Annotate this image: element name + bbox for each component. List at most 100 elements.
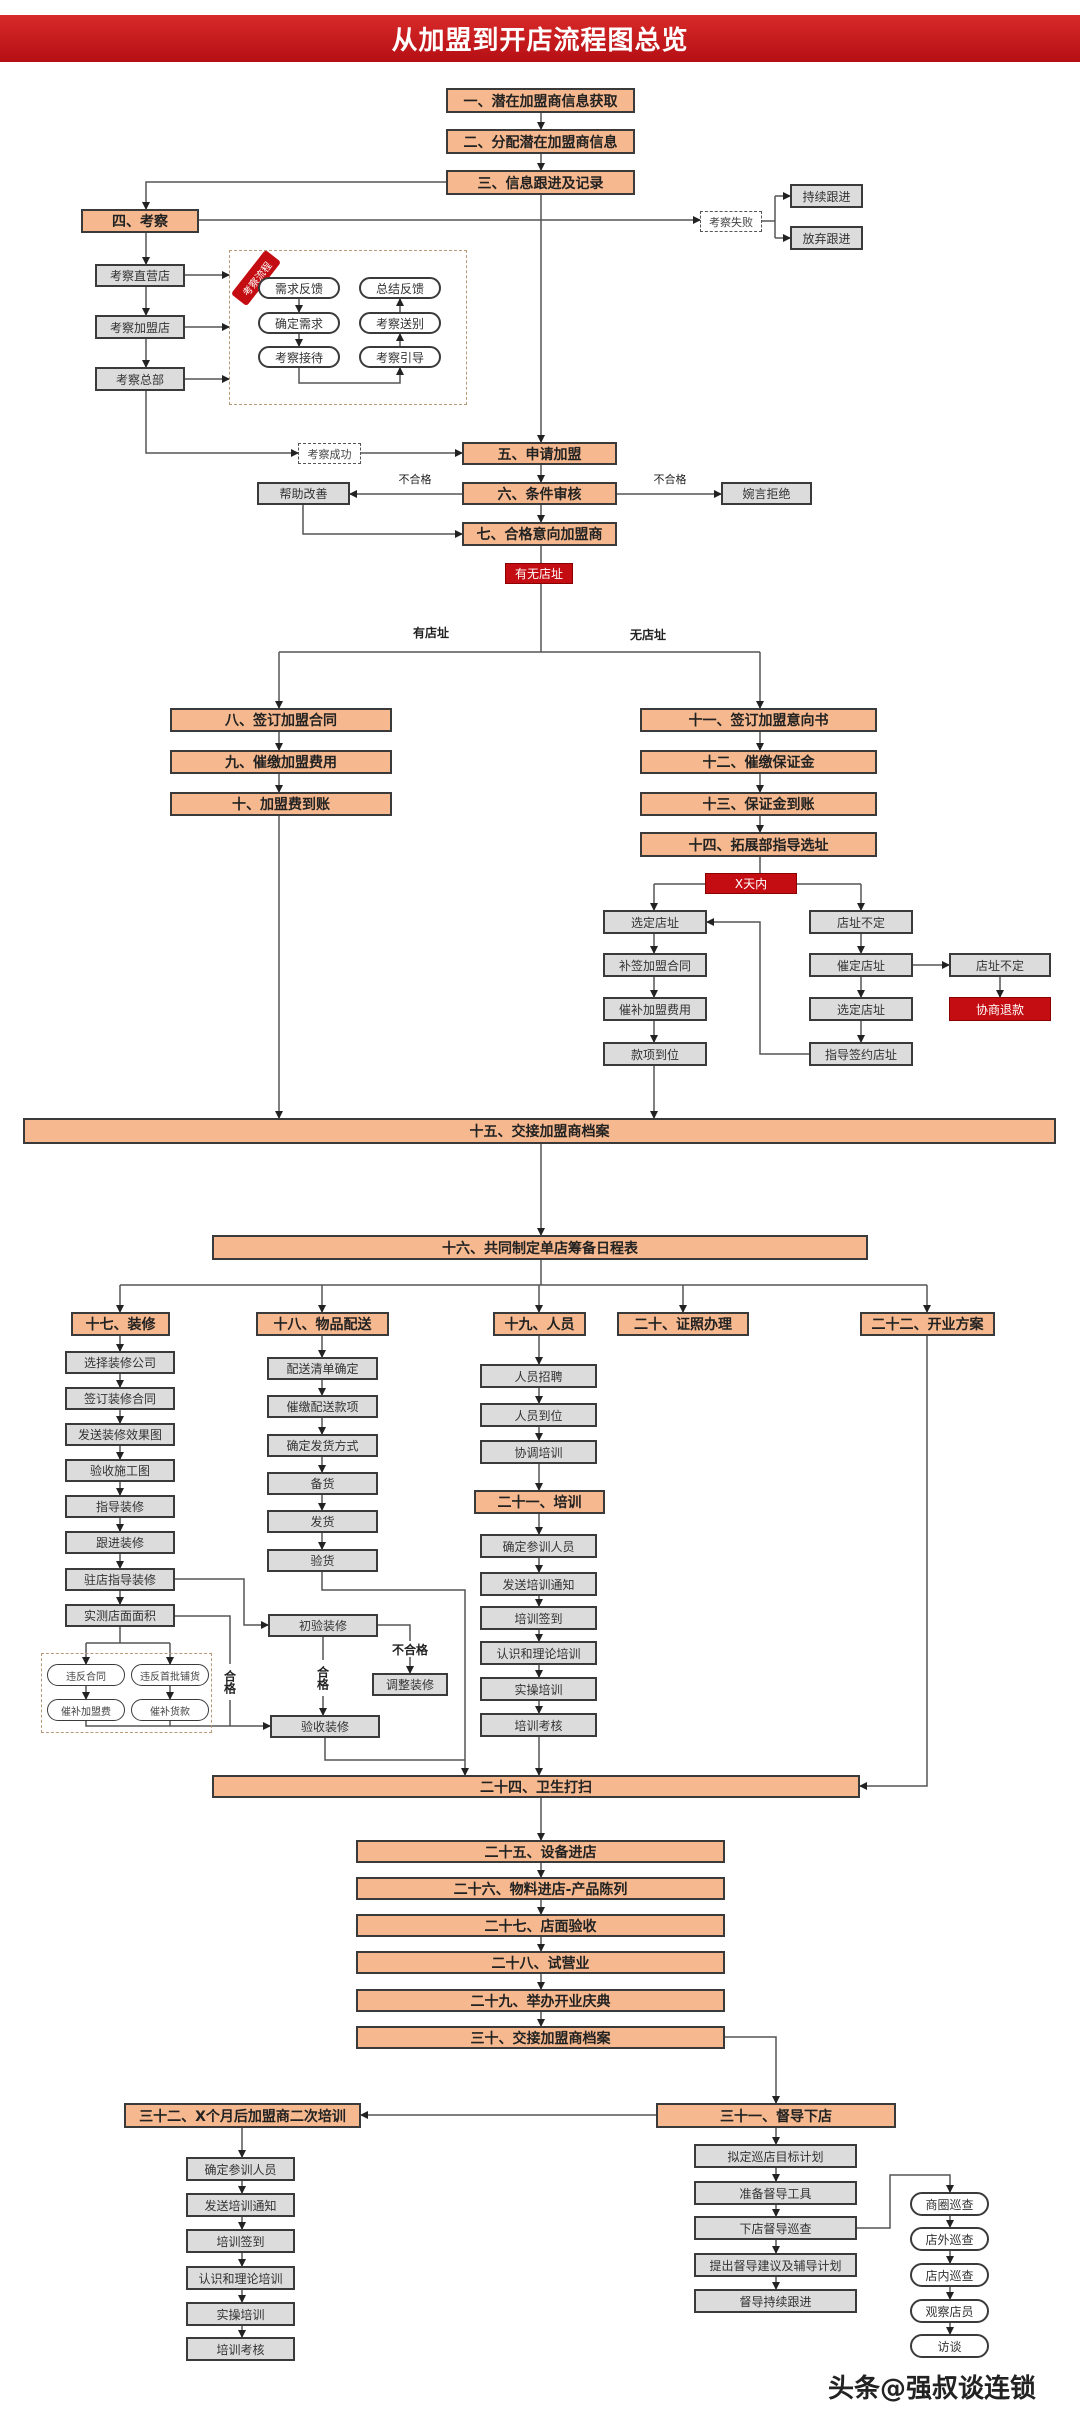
watermark: 头条@强叔谈连锁 xyxy=(828,2373,1037,2404)
fail-label: 不合格 xyxy=(391,1642,428,1657)
step-26: 二十六、物料进店-产品陈列 xyxy=(356,1877,725,1900)
supervision-item: 提出督导建议及辅导计划 xyxy=(694,2253,857,2277)
step-22: 二十二、开业方案 xyxy=(860,1312,995,1336)
penalty-item: 催补货款 xyxy=(131,1699,209,1721)
renovation-item: 发送装修效果图 xyxy=(65,1423,175,1446)
negotiate-refund: 协商退款 xyxy=(949,997,1051,1021)
inspect-direct-store: 考察直营店 xyxy=(95,264,185,287)
step-31: 三十一、督导下店 xyxy=(656,2103,896,2128)
step-25: 二十五、设备进店 xyxy=(356,1840,725,1863)
pass-label-middle: 合格 xyxy=(314,1660,332,1696)
step-16: 十六、共同制定单店筹备日程表 xyxy=(212,1235,868,1260)
site-right-item: 指导签约店址 xyxy=(809,1042,913,1066)
step-10: 十、加盟费到账 xyxy=(170,792,392,816)
patrol-item: 店外巡查 xyxy=(910,2227,989,2251)
no-site-label: 无店址 xyxy=(629,627,666,642)
unqualified-label-right: 不合格 xyxy=(653,473,687,486)
renovation-acceptance: 验收装修 xyxy=(270,1715,380,1738)
connector-arrow xyxy=(321,1572,469,1776)
inspection-failed: 考察失败 xyxy=(700,211,762,232)
step-29: 二十九、举办开业庆典 xyxy=(356,1989,725,2012)
delivery-item: 验货 xyxy=(267,1549,378,1572)
step-7: 七、合格意向加盟商 xyxy=(462,522,617,546)
delivery-item: 配送清单确定 xyxy=(267,1357,378,1380)
step-15: 十五、交接加盟商档案 xyxy=(23,1118,1056,1144)
site-left-item: 催补加盟费用 xyxy=(603,997,707,1021)
penalty-region xyxy=(41,1653,212,1733)
step-12: 十二、催缴保证金 xyxy=(640,750,877,774)
step-5: 五、申请加盟 xyxy=(462,442,617,465)
step-30: 三十、交接加盟商档案 xyxy=(356,2026,725,2049)
connector-arrow xyxy=(145,391,299,457)
step-17: 十七、装修 xyxy=(71,1312,170,1336)
step-8: 八、签订加盟合同 xyxy=(170,708,392,732)
step-4: 四、考察 xyxy=(81,209,199,233)
has-site-label: 有店址 xyxy=(412,625,449,640)
connector-arrow xyxy=(175,1578,269,1629)
patrol-item: 商圈巡查 xyxy=(910,2192,989,2216)
connector-arrow xyxy=(142,181,446,210)
step-11: 十一、签订加盟意向书 xyxy=(640,708,877,732)
abandon-follow-up: 放弃跟进 xyxy=(790,226,863,250)
site-right-item: 选定店址 xyxy=(809,997,913,1021)
supervision-item: 下店督导巡查 xyxy=(694,2216,857,2240)
site-undecided: 店址不定 xyxy=(949,953,1051,977)
step-6: 六、条件审核 xyxy=(462,482,617,505)
site-right-item: 店址不定 xyxy=(809,910,913,934)
initial-inspection: 初验装修 xyxy=(268,1614,378,1637)
step-20: 二十、证照办理 xyxy=(617,1312,749,1336)
renovation-item: 实测店面面积 xyxy=(65,1604,175,1627)
connector-arrow xyxy=(85,1721,271,1730)
renovation-item: 指导装修 xyxy=(65,1495,175,1518)
within-x-days: X天内 xyxy=(705,873,797,894)
supervision-item: 拟定巡店目标计划 xyxy=(694,2144,857,2168)
step-14: 十四、拓展部指导选址 xyxy=(640,832,877,857)
patrol-item: 店内巡查 xyxy=(910,2263,989,2287)
inspect-headquarters: 考察总部 xyxy=(95,367,185,391)
penalty-item: 催补加盟费 xyxy=(47,1699,125,1721)
connector-arrow xyxy=(725,2036,780,2104)
inspection-flow-item: 考察接待 xyxy=(258,346,340,368)
step-27: 二十七、店面验收 xyxy=(356,1914,725,1937)
training-item: 实操培训 xyxy=(480,1677,597,1701)
connector-arrow xyxy=(298,367,404,384)
politely-reject: 婉言拒绝 xyxy=(721,482,812,505)
step-21: 二十一、培训 xyxy=(474,1490,605,1514)
supervision-item: 准备督导工具 xyxy=(694,2181,857,2205)
staff-item: 人员到位 xyxy=(480,1403,597,1427)
connector-line xyxy=(378,1624,411,1641)
inspect-franchise-store: 考察加盟店 xyxy=(95,315,185,339)
second-training-item: 认识和理论培训 xyxy=(186,2266,295,2290)
continue-follow-up: 持续跟进 xyxy=(790,184,863,208)
renovation-item: 驻店指导装修 xyxy=(65,1568,175,1591)
second-training-item: 实操培训 xyxy=(186,2302,295,2326)
renovation-item: 验收施工图 xyxy=(65,1459,175,1482)
step-32: 三十二、X个月后加盟商二次培训 xyxy=(124,2103,361,2128)
unqualified-label-left: 不合格 xyxy=(398,473,432,486)
delivery-item: 确定发货方式 xyxy=(267,1434,378,1457)
inspection-flow-item: 需求反馈 xyxy=(258,277,340,299)
step-18: 十八、物品配送 xyxy=(256,1312,389,1336)
second-training-item: 培训签到 xyxy=(186,2229,295,2253)
delivery-item: 催缴配送款项 xyxy=(267,1395,378,1418)
site-left-item: 补签加盟合同 xyxy=(603,953,707,977)
staff-item: 协调培训 xyxy=(480,1440,597,1464)
step-3: 三、信息跟进及记录 xyxy=(446,170,635,195)
page-title: 从加盟到开店流程图总览 xyxy=(0,15,1080,62)
has-site-decision: 有无店址 xyxy=(505,563,573,584)
connector-arrow xyxy=(706,918,809,1055)
training-item: 发送培训通知 xyxy=(480,1572,597,1596)
step-19: 十九、人员 xyxy=(493,1312,586,1336)
second-training-item: 培训考核 xyxy=(186,2337,295,2361)
inspection-flow-item: 考察送别 xyxy=(359,312,441,334)
second-training-item: 确定参训人员 xyxy=(186,2157,295,2181)
connector-arrow xyxy=(859,1336,928,1790)
renovation-item: 选择装修公司 xyxy=(65,1351,175,1374)
step-1: 一、潜在加盟商信息获取 xyxy=(446,88,635,113)
inspection-flow-item: 总结反馈 xyxy=(359,277,441,299)
step-28: 二十八、试营业 xyxy=(356,1951,725,1974)
renovation-item: 跟进装修 xyxy=(65,1531,175,1554)
second-training-item: 发送培训通知 xyxy=(186,2193,295,2217)
